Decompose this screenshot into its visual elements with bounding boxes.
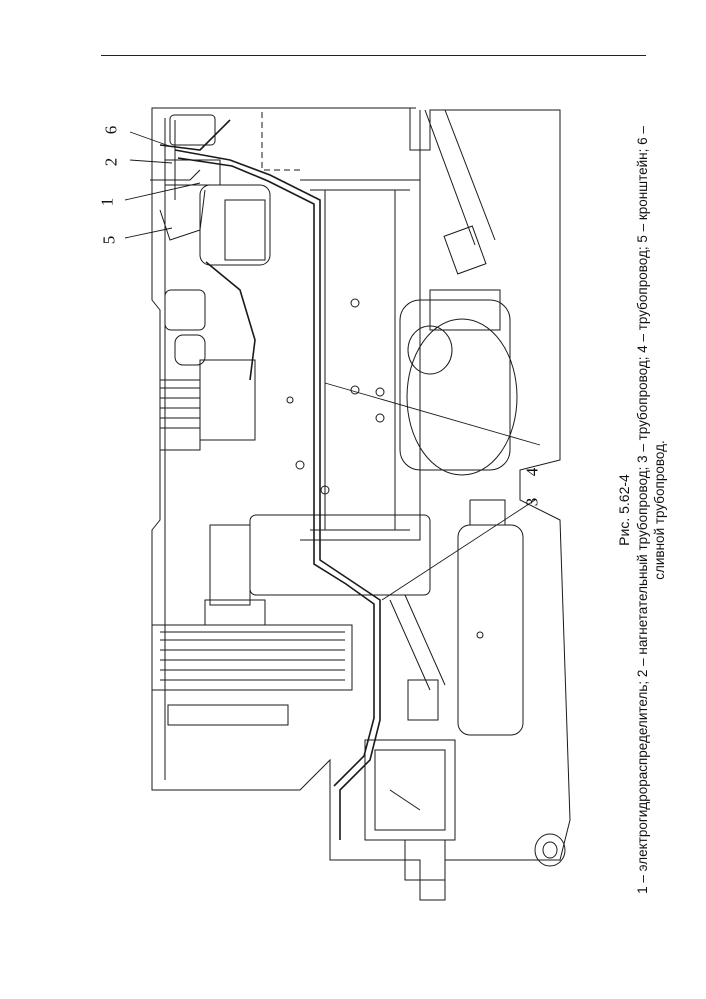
figure-title: Рис. 5.62-4	[616, 474, 632, 546]
callout-4: 4	[522, 467, 542, 477]
figure-legend-line-2: сливной трубопровод.	[652, 440, 667, 580]
callout-6: 6	[101, 125, 121, 135]
figure-caption: Рис. 5.62-4 1 – электрогидрораспределите…	[616, 60, 668, 960]
callout-1: 1	[97, 197, 117, 207]
header-rule	[101, 55, 646, 56]
callout-3: 3	[522, 497, 542, 507]
figure-legend-line-1: 1 – электрогидрораспределитель; 2 – нагн…	[635, 126, 650, 894]
callout-2: 2	[101, 157, 121, 167]
callout-5: 5	[99, 235, 119, 245]
